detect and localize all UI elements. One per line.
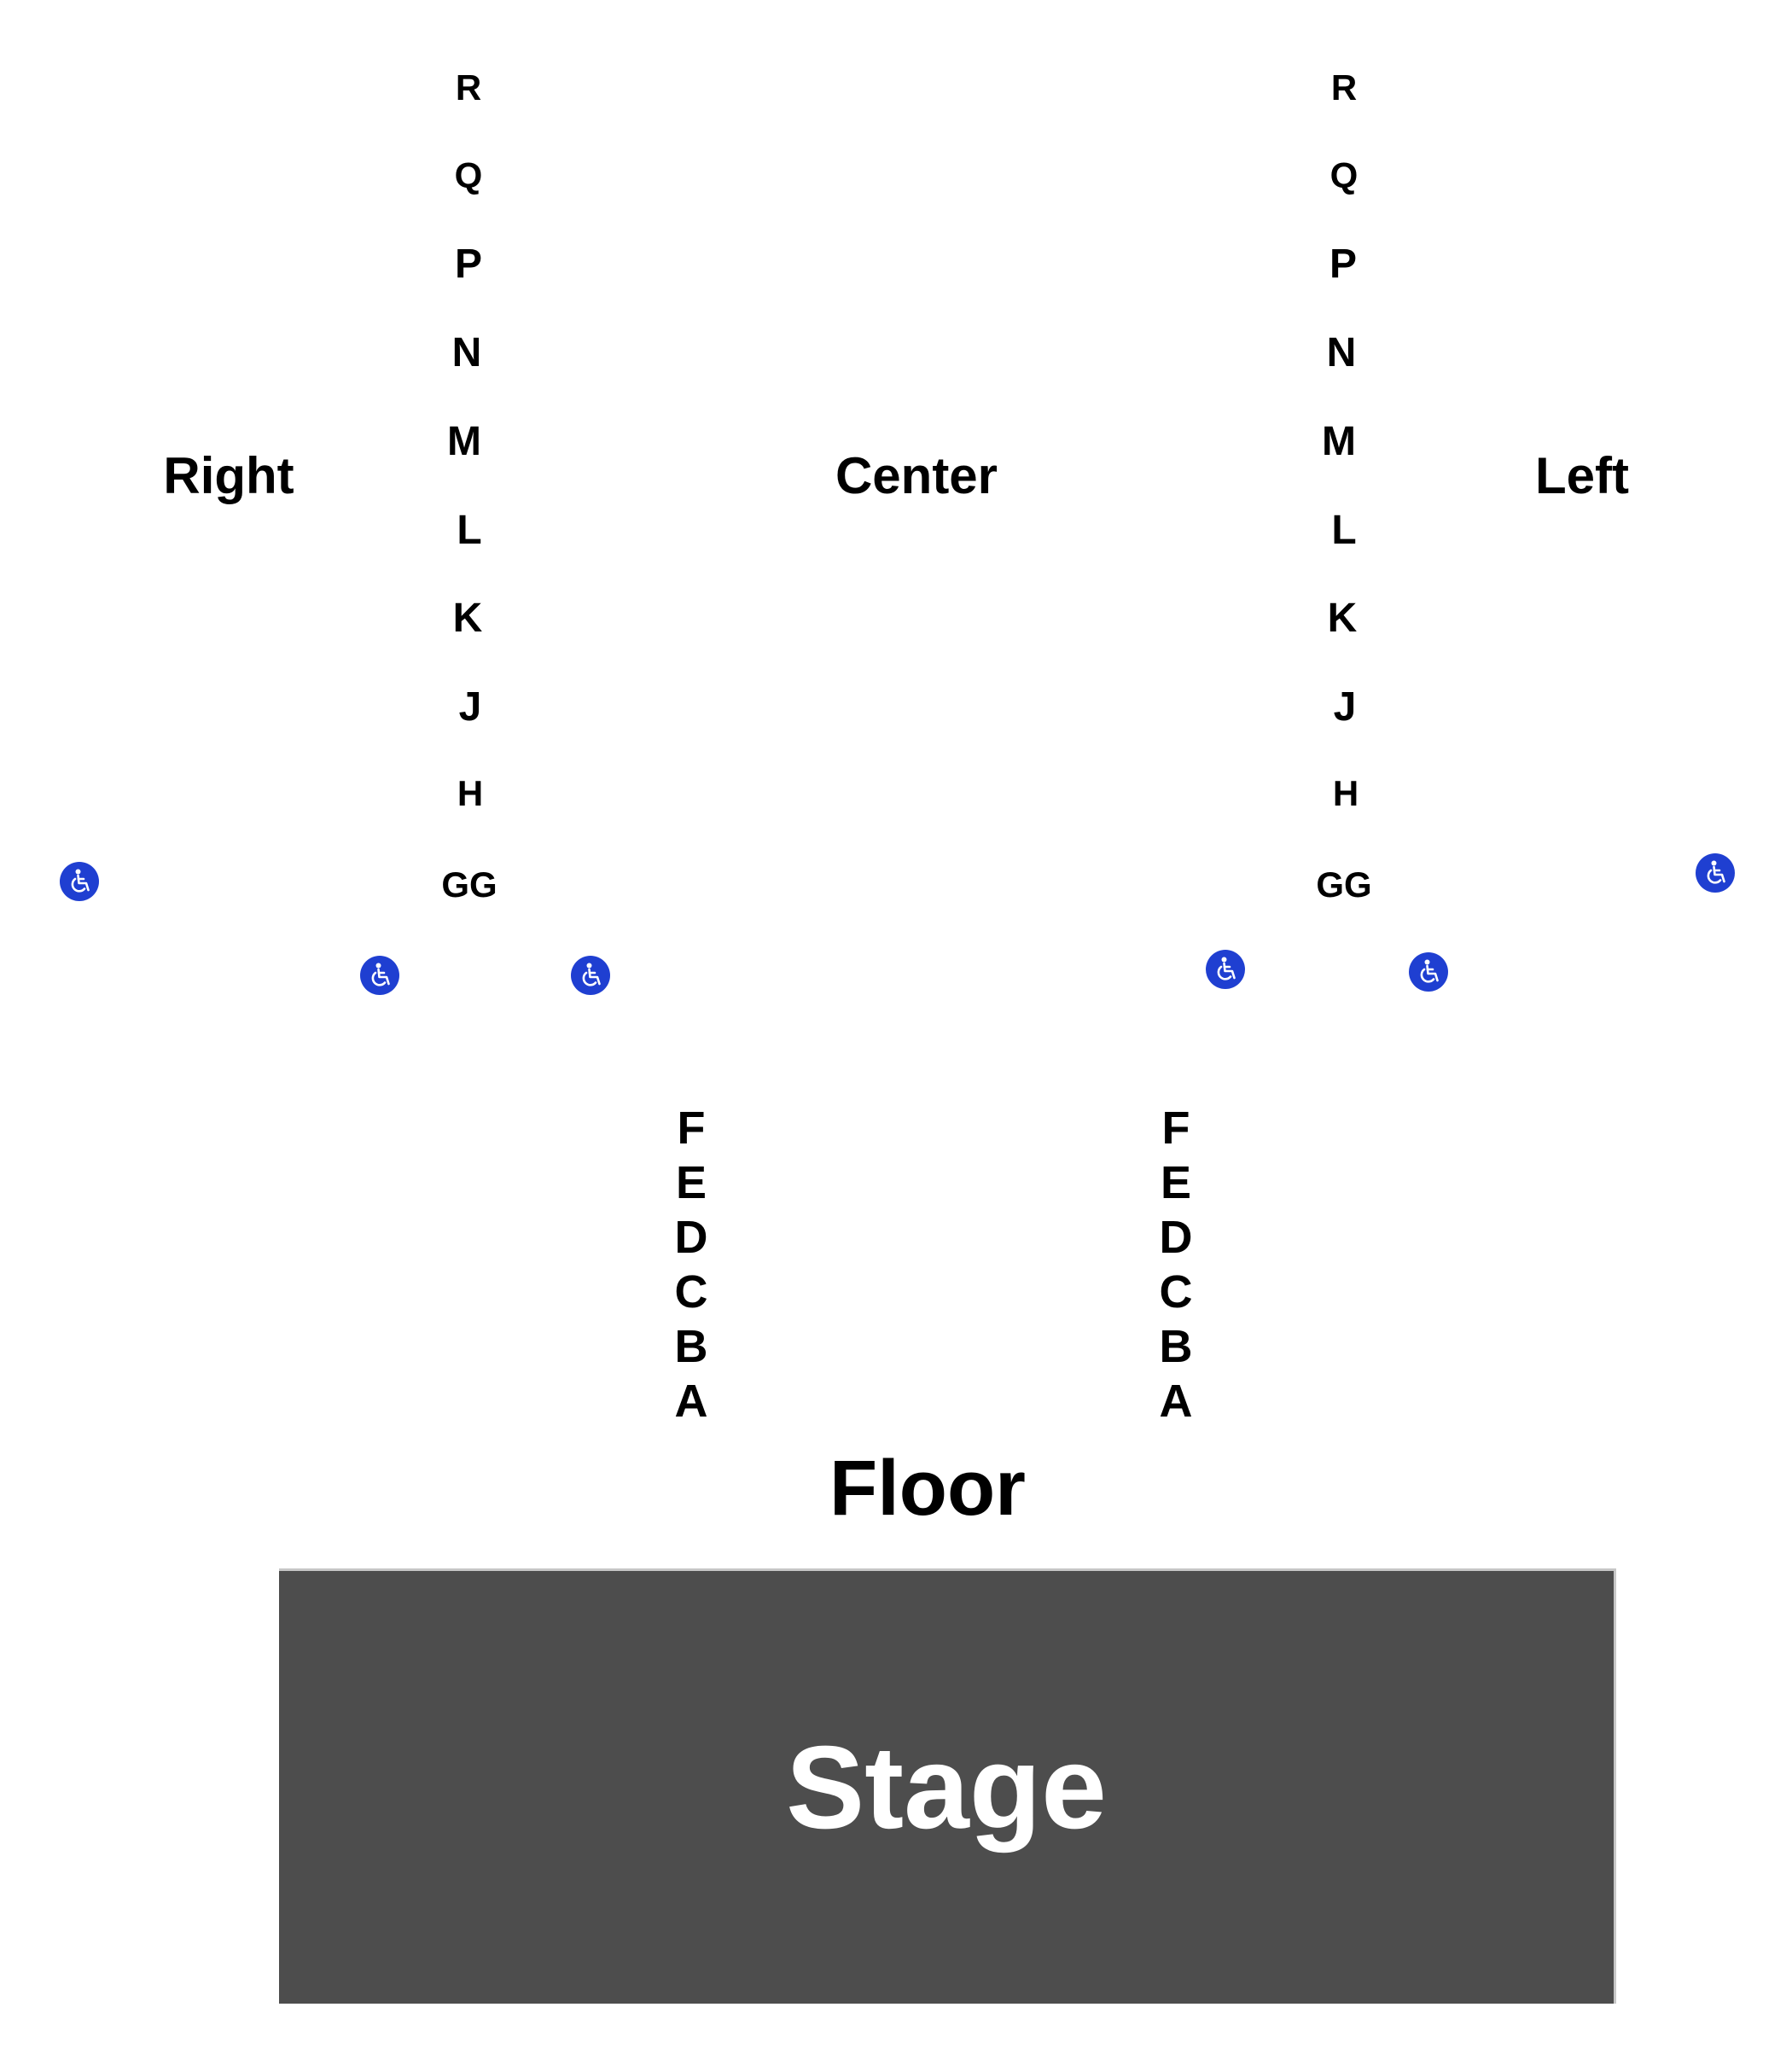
row-label: Q — [1329, 155, 1359, 195]
row-label: L — [1331, 508, 1357, 553]
row-label: M — [1322, 419, 1356, 464]
wheelchair-icon[interactable] — [1409, 952, 1448, 992]
section-label-floor[interactable]: Floor — [829, 1445, 1026, 1532]
floor-row-label: F — [677, 1103, 706, 1154]
row-label: N — [451, 330, 482, 375]
stage-label: Stage — [786, 1721, 1107, 1853]
row-label: K — [452, 596, 483, 641]
floor-row-label: D — [674, 1212, 708, 1263]
stage-area: Stage — [279, 1568, 1616, 2004]
row-label: L — [457, 508, 482, 553]
row-label: J — [1333, 684, 1357, 730]
row-label: N — [1326, 330, 1357, 375]
wheelchair-icon[interactable] — [1696, 853, 1735, 893]
row-label: P — [454, 241, 483, 287]
floor-row-label: D — [1159, 1212, 1193, 1263]
row-label: K — [1327, 596, 1358, 641]
row-label: P — [1329, 241, 1358, 287]
section-label-right[interactable]: Right — [163, 447, 294, 504]
wheelchair-icon[interactable] — [360, 956, 399, 995]
row-label: M — [447, 419, 481, 464]
row-label: H — [457, 773, 484, 813]
row-label: GG — [1316, 864, 1372, 905]
wheelchair-icon[interactable] — [571, 956, 610, 995]
floor-row-label: B — [1159, 1321, 1193, 1372]
floor-row-label: E — [675, 1157, 707, 1208]
row-label: R — [455, 67, 482, 108]
row-label: J — [458, 684, 482, 730]
floor-row-label: B — [674, 1321, 708, 1372]
row-label: R — [1330, 67, 1358, 108]
row-label: H — [1332, 773, 1359, 813]
floor-row-label: E — [1160, 1157, 1192, 1208]
section-label-left[interactable]: Left — [1535, 447, 1629, 504]
wheelchair-icon[interactable] — [1206, 950, 1245, 989]
floor-row-label: C — [1159, 1266, 1193, 1318]
row-label: Q — [454, 155, 483, 195]
floor-row-label: A — [674, 1376, 708, 1427]
floor-row-label: C — [674, 1266, 708, 1318]
floor-row-label: A — [1159, 1376, 1193, 1427]
wheelchair-icon[interactable] — [60, 862, 99, 901]
section-label-center[interactable]: Center — [835, 447, 998, 504]
floor-row-label: F — [1161, 1103, 1190, 1154]
row-label: GG — [441, 864, 497, 905]
